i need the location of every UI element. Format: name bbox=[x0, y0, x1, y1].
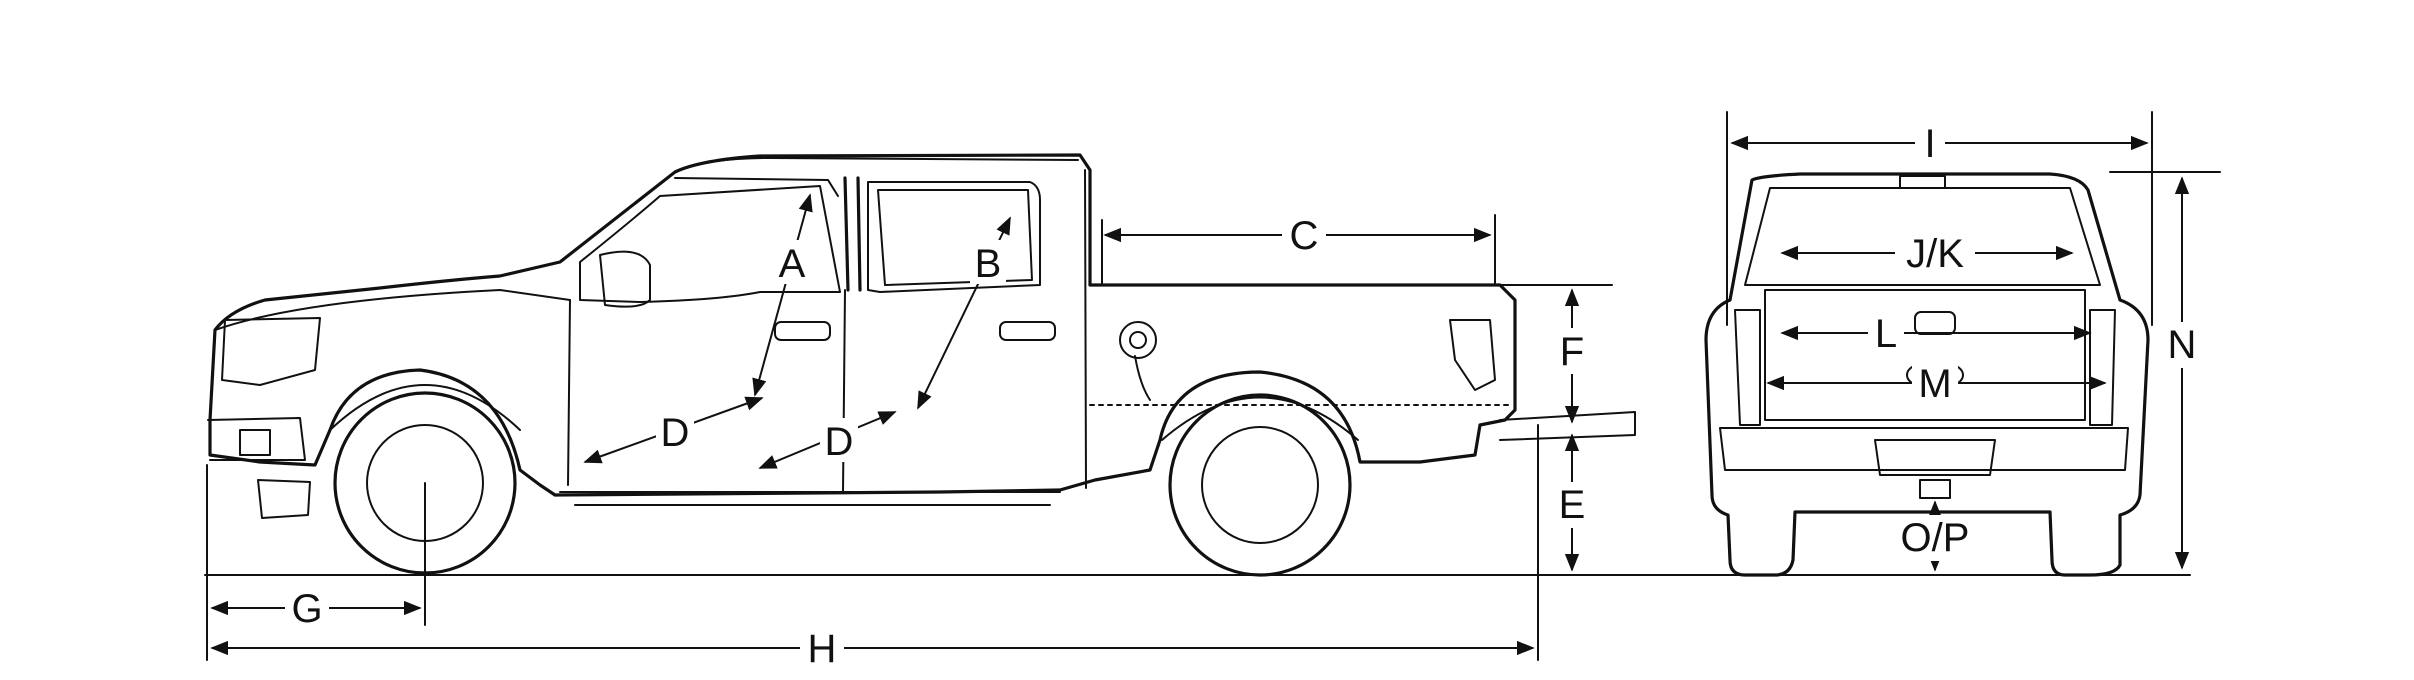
rear-glass bbox=[1744, 187, 2101, 286]
label-n: N bbox=[2168, 323, 2197, 367]
label-l: L bbox=[1875, 312, 1897, 356]
label-a: A bbox=[779, 242, 806, 286]
side-body-outline bbox=[208, 153, 1517, 497]
label-m: M bbox=[1918, 362, 1951, 406]
left-tail-light bbox=[1734, 309, 1761, 426]
front-window-top bbox=[674, 177, 839, 197]
truck-rear-view bbox=[1704, 172, 2150, 577]
label-jk: J/K bbox=[1906, 232, 1964, 276]
tail-light bbox=[1449, 319, 1496, 391]
dimension-labels: A B C D D F E G H I J/K L M N O/P bbox=[285, 120, 2204, 671]
roof-rail bbox=[679, 157, 1079, 171]
hitch-receiver bbox=[1919, 479, 1951, 499]
label-i: I bbox=[1924, 122, 1935, 166]
rear-door-handle bbox=[999, 321, 1056, 341]
running-board bbox=[559, 491, 1061, 506]
label-e: E bbox=[1559, 483, 1586, 527]
fuel-door bbox=[1119, 321, 1157, 359]
dim-line-a bbox=[752, 193, 813, 397]
hood-line bbox=[214, 289, 571, 331]
label-d-front: D bbox=[661, 411, 690, 455]
rear-window bbox=[867, 181, 1041, 293]
license-plate-area bbox=[1874, 439, 1996, 476]
front-bumper bbox=[207, 417, 306, 461]
fuel-cap bbox=[1129, 331, 1147, 349]
fog-light bbox=[239, 429, 271, 456]
label-c: C bbox=[1290, 214, 1319, 258]
rear-body-outline bbox=[1704, 172, 2150, 577]
tailgate-open bbox=[1499, 411, 1636, 441]
label-f: F bbox=[1560, 330, 1584, 374]
label-b: B bbox=[975, 242, 1002, 286]
rear-window-inner bbox=[877, 189, 1033, 286]
b-pillar bbox=[843, 176, 862, 292]
label-d-rear: D bbox=[825, 420, 854, 464]
headlight bbox=[221, 317, 321, 386]
third-brake-light bbox=[1899, 175, 1946, 189]
rear-bumper bbox=[1719, 427, 2129, 471]
front-door-handle bbox=[774, 321, 831, 341]
fuel-hose bbox=[1134, 355, 1151, 401]
tow-hook bbox=[257, 479, 311, 519]
label-g: G bbox=[291, 587, 322, 631]
label-h: H bbox=[808, 627, 837, 671]
side-mirror bbox=[599, 250, 651, 308]
right-tail-light bbox=[2089, 309, 2116, 426]
rear-wheel bbox=[1161, 393, 1359, 577]
tailgate-handle bbox=[1914, 311, 1956, 335]
dimension-lines bbox=[206, 111, 2221, 661]
label-op: O/P bbox=[1901, 516, 1970, 560]
tailgate bbox=[1764, 289, 2086, 421]
